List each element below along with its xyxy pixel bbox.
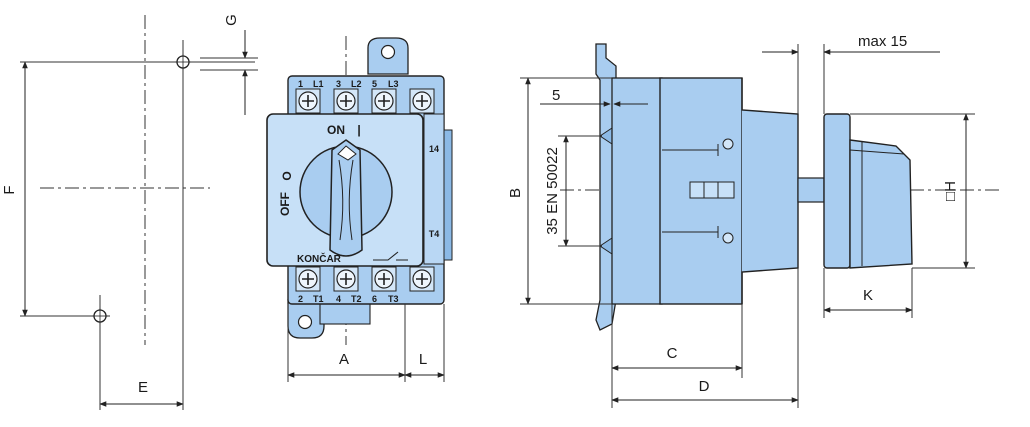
dimension-g-label: G [223,14,240,26]
front-view-switch: 14 T4 1 L1 3 L2 5 L3 ON | OFF O [266,36,453,382]
dimension-f-label: F [1,185,18,194]
terminal-2: 2 [298,294,303,304]
shaft [797,177,825,203]
dimension-h-label: □H [942,181,959,201]
mounting-hole-top [175,54,191,70]
dimension-b-label: B [507,188,524,198]
dimension-g: G [200,14,258,115]
on-label: ON [327,123,345,137]
top-terminal-labels: 1 L1 3 L2 5 L3 [298,79,399,89]
terminal-4: 4 [336,294,341,304]
terminal-l2: L2 [351,79,362,89]
dimension-a: A [287,304,445,382]
screw-icon [371,88,397,114]
terminal-5: 5 [372,79,377,89]
dimension-c-label: C [667,345,678,362]
rail-label: 35 EN 50022 [544,147,561,235]
dimension-l-label: L [419,351,427,368]
dimension-b: B [507,77,612,305]
off-symbol: O [280,171,294,180]
mounting-hole-bottom [92,308,108,324]
dimension-max: max 15 [762,33,940,114]
dimension-k-label: K [863,287,873,304]
brand-logo: KONČAR [297,252,342,265]
side-terminal-t4: T4 [429,229,440,239]
terminal-l1: L1 [313,79,324,89]
dimension-h: □H [850,113,975,269]
handle-plate [823,113,851,269]
din-clip [595,43,617,331]
side-terminal-14: 14 [429,144,439,154]
bottom-terminal-screws [295,266,435,292]
rotary-knob [299,139,393,257]
side-knob [849,139,913,269]
terminal-t1: T1 [313,294,324,304]
screw-icon [333,266,359,292]
switch-symbol-icon [373,251,408,261]
dimension-f: F [1,61,28,317]
side-view-switch: B 35 EN 50022 5 max 15 □H [507,33,1000,408]
terminal-6: 6 [372,294,377,304]
dimension-e-label: E [138,379,148,396]
off-label: OFF [278,192,292,216]
on-symbol: | [357,123,360,137]
dimension-k: K [823,268,913,318]
dimension-c: C [611,304,743,408]
screw-icon [295,88,321,114]
terminal-3: 3 [336,79,341,89]
dimension-five: 5 [540,87,648,107]
dimension-l: L [404,351,445,378]
terminal-t3: T3 [388,294,399,304]
screw-icon [409,88,435,114]
screw-icon [409,266,435,292]
screw-icon [295,266,321,292]
top-terminal-screws [295,88,435,114]
dimension-five-label: 5 [552,87,560,104]
terminal-t2: T2 [351,294,362,304]
screw-icon [333,88,359,114]
dimension-e: E [99,379,184,407]
screw-icon [371,266,397,292]
dimension-a-label: A [339,351,349,368]
dimension-max-label: max 15 [858,33,907,50]
mounting-drawing [20,15,255,410]
terminal-1: 1 [298,79,303,89]
terminal-l3: L3 [388,79,399,89]
dimension-d-label: D [699,378,710,395]
dimension-rail: 35 EN 50022 [544,135,602,247]
dimension-d: D [611,268,799,408]
bottom-terminal-labels: 2 T1 4 T2 6 T3 [298,294,399,304]
